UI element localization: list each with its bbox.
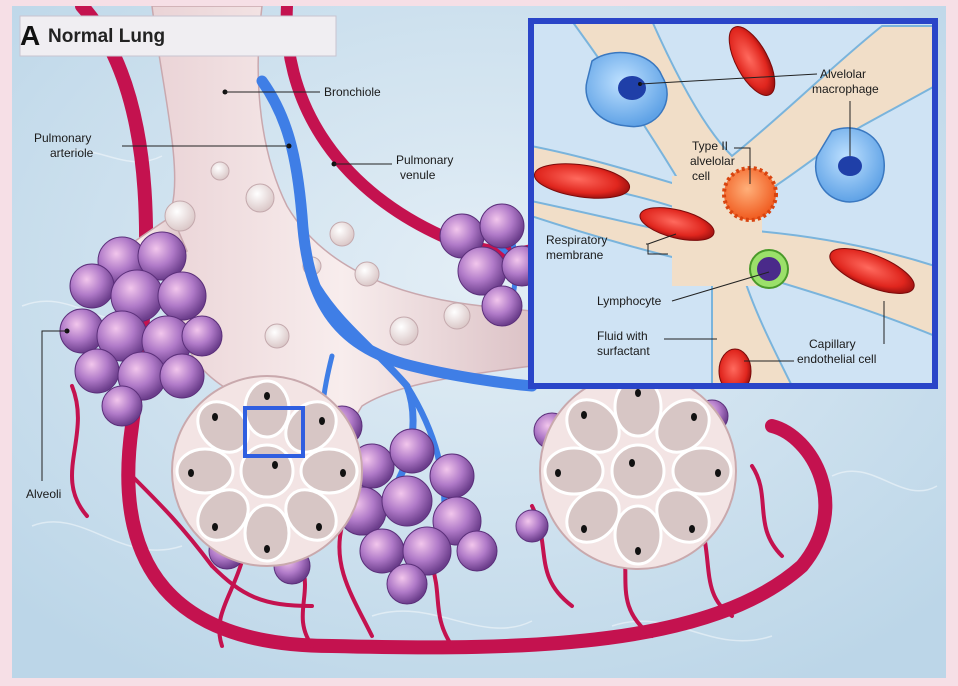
alveolar-sac-right xyxy=(540,373,736,569)
label-type2-2: alvelolar xyxy=(690,154,735,168)
label-bronchiole: Bronchiole xyxy=(324,85,381,99)
label-type2-1: Type II xyxy=(692,139,728,153)
label-capillary-2: endothelial cell xyxy=(797,352,876,366)
label-alveoli: Alveoli xyxy=(26,487,61,501)
label-macrophage-1: Alvelolar xyxy=(820,67,866,81)
microscopic-inset: Alvelolar macrophage Type II alvelolar c… xyxy=(531,20,935,393)
label-pulmonary-venule-1: Pulmonary xyxy=(396,153,453,167)
label-type2-3: cell xyxy=(692,169,710,183)
lung-illustration: A Normal Lung Bronchiole Pulmonary arter… xyxy=(12,6,946,678)
label-macrophage-2: macrophage xyxy=(812,82,879,96)
panel-title-text: Normal Lung xyxy=(48,26,165,47)
alveolar-sac-left xyxy=(172,376,362,566)
label-fluid-1: Fluid with xyxy=(597,329,648,343)
label-pulmonary-arteriole-2: arteriole xyxy=(50,146,94,160)
lymphocyte-cell xyxy=(750,250,788,288)
label-resp-membrane-2: membrane xyxy=(546,248,604,262)
label-capillary-1: Capillary xyxy=(809,337,856,351)
panel-letter: A xyxy=(20,20,40,51)
label-fluid-2: surfactant xyxy=(597,344,650,358)
illustration-panel: A Normal Lung Bronchiole Pulmonary arter… xyxy=(12,6,946,678)
label-pulmonary-arteriole-1: Pulmonary xyxy=(34,131,91,145)
label-resp-membrane-1: Respiratory xyxy=(546,233,607,247)
label-pulmonary-venule-2: venule xyxy=(400,168,436,182)
panel-title: A Normal Lung xyxy=(20,16,336,56)
label-lymphocyte: Lymphocyte xyxy=(597,294,662,308)
